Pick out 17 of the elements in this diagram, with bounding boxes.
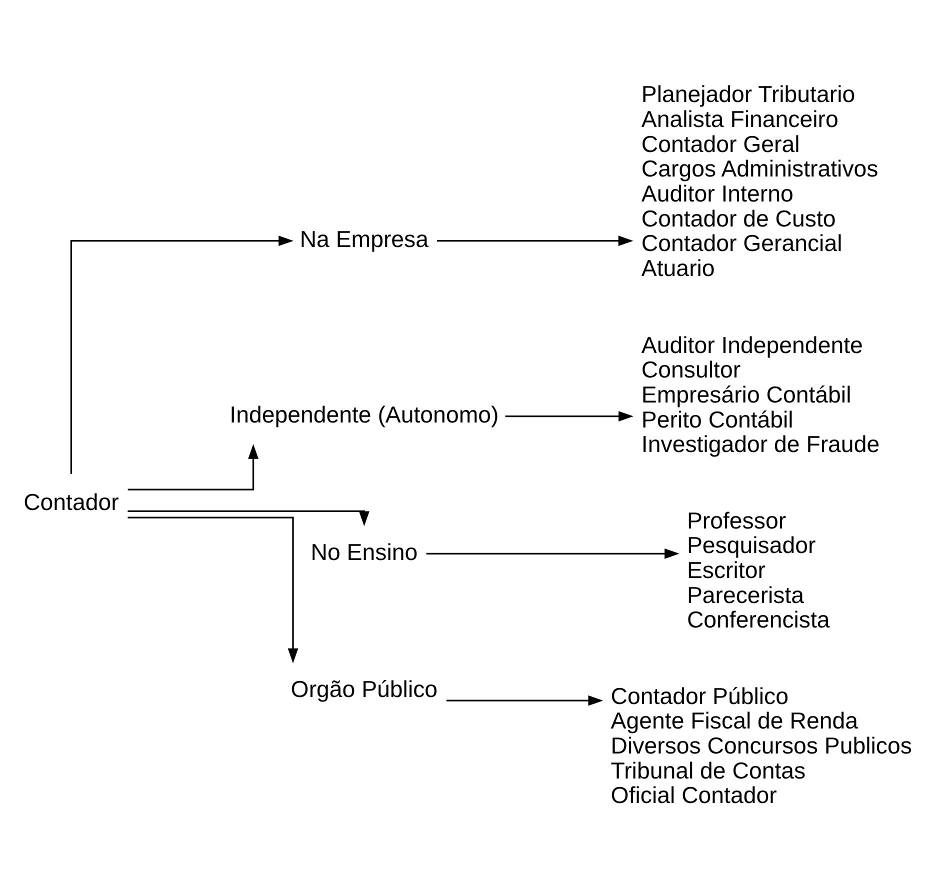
node-text: Planejador Tributario Analista Financeiro Contador Geral Cargos Administrativos Auditor Interno Contador de Custo Contador Gerancial Atuario: [641, 80, 878, 280]
node-text: No Ensino: [310, 538, 418, 564]
node-text: Na Empresa: [300, 225, 429, 252]
node-text: Professor Pesquisador Escritor Parecerista Conferencista: [686, 506, 830, 632]
node-text: Orgão Público: [290, 676, 438, 702]
arrow: [426, 548, 680, 558]
node-text: Contador: [24, 488, 119, 515]
node-text: Auditor Independente Consultor Empresário Contábil Perito Contábil Investigador de Fraude: [641, 331, 880, 457]
arrow: [505, 410, 634, 422]
arrow: [446, 694, 604, 706]
arrow: [70, 235, 294, 474]
arrow: [437, 235, 634, 246]
arrow: [128, 444, 258, 490]
arrow: [128, 516, 298, 663]
node-text: Contador Público Agente Fiscal de Renda Diversos Concursos Publicos Tribunal de Contas Oficial Contador: [610, 682, 912, 808]
arrow: [128, 510, 370, 526]
node-text: Independente (Autonomo): [230, 400, 499, 427]
